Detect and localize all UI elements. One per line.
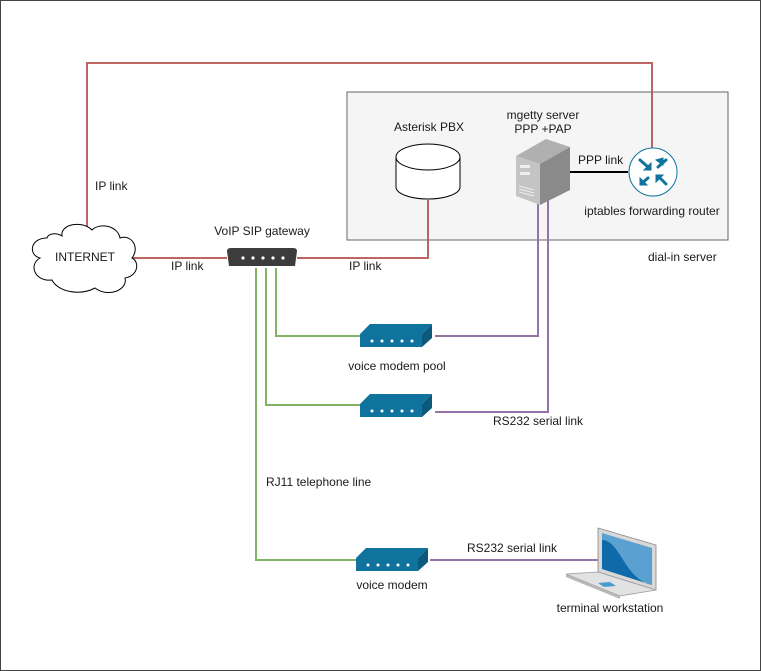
router-icon[interactable] <box>628 147 678 197</box>
internet-cloud-icon[interactable] <box>31 223 138 293</box>
gateway-label: VoIP SIP gateway <box>214 224 310 238</box>
link-label-ppp: PPP link <box>578 153 624 167</box>
link-label-gateway-asterisk: IP link <box>349 259 382 273</box>
link-telephone-lines[interactable] <box>255 268 360 561</box>
group-label: dial-in server <box>648 250 717 264</box>
asterisk-pbx-database-icon[interactable] <box>395 143 461 200</box>
voip-gateway-icon[interactable] <box>227 248 297 266</box>
voice-modem-icon[interactable] <box>356 548 428 571</box>
internet-label: INTERNET <box>55 250 115 264</box>
link-label-workstation-serial: RS232 serial link <box>467 541 558 555</box>
voice-modem-label: voice modem <box>356 578 428 592</box>
link-serial-lines[interactable] <box>430 198 600 561</box>
router-label: iptables forwarding router <box>584 204 720 218</box>
link-label-internet-router: IP link <box>95 179 128 193</box>
mgetty-label-line1: mgetty server <box>506 108 580 122</box>
mgetty-server-icon[interactable] <box>516 139 570 205</box>
terminal-workstation-laptop-icon[interactable] <box>565 527 657 599</box>
voice-modem-pool-2-icon[interactable] <box>360 394 432 417</box>
mgetty-label-line2: PPP +PAP <box>514 122 572 136</box>
link-label-pool-serial: RS232 serial link <box>493 414 584 428</box>
modem-pool-label: voice modem pool <box>348 359 446 373</box>
asterisk-label: Asterisk PBX <box>393 120 465 134</box>
link-label-internet-gateway: IP link <box>171 259 204 273</box>
link-gateway-asterisk[interactable] <box>297 200 429 259</box>
workstation-label: terminal workstation <box>556 601 664 615</box>
voice-modem-pool-1-icon[interactable] <box>360 324 432 347</box>
link-label-telephone: RJ11 telephone line <box>266 475 372 489</box>
link-internet-router[interactable] <box>86 62 653 228</box>
